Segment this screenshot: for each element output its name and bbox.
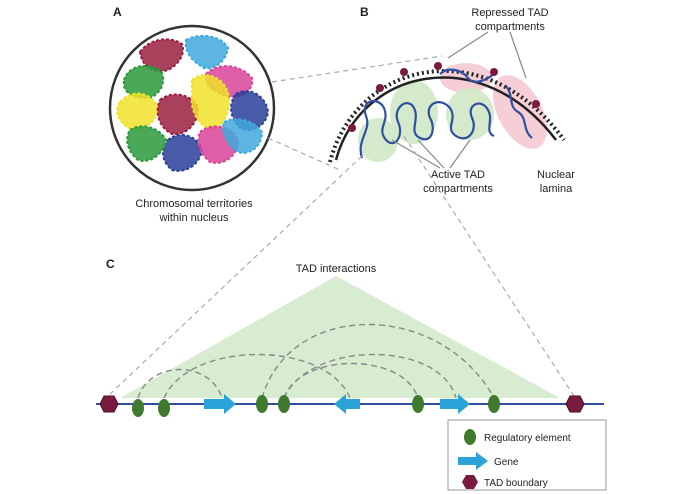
regulatory-element	[158, 399, 170, 417]
panel-letter-b: B	[360, 5, 369, 19]
chromatin-fiber-repressed	[505, 85, 533, 139]
territory	[162, 134, 204, 172]
tad-boundary	[532, 100, 540, 108]
legend-boundary-swatch	[462, 475, 478, 489]
legend-boundary-label: TAD boundary	[484, 478, 548, 489]
legend-regulatory-swatch	[464, 429, 476, 445]
active-compartment	[358, 118, 398, 162]
tad-boundaries-periphery	[348, 62, 540, 132]
pointer-active-2	[417, 139, 445, 169]
territory	[126, 125, 168, 162]
interaction-arc	[163, 353, 351, 399]
tad-boundary	[434, 62, 442, 70]
zoom-line-bottom	[267, 137, 341, 171]
repressed-label-line1: Repressed TAD	[471, 7, 548, 19]
territory	[156, 93, 200, 136]
territory	[222, 118, 264, 154]
territories-label-line2: within nucleus	[158, 212, 229, 224]
territory	[190, 74, 230, 132]
zoom-line-top	[271, 55, 443, 83]
gene-arrow-left	[334, 394, 360, 414]
tad-boundary-right	[565, 395, 585, 413]
pointer-repressed-1	[447, 31, 489, 59]
tad-boundary-left	[99, 395, 119, 413]
tad-boundary	[490, 68, 498, 76]
legend-gene-label: Gene	[494, 457, 519, 468]
legend-gene-swatch	[458, 452, 488, 470]
chromosomal-territories	[116, 34, 270, 172]
lamina-label-line1: Nuclear	[537, 169, 575, 181]
repressed-compartment	[492, 75, 548, 149]
tad-interactions-label: TAD interactions	[296, 263, 377, 275]
pointer-active-3	[449, 139, 471, 169]
regulatory-element	[488, 395, 500, 413]
nucleus	[108, 24, 276, 192]
zoom-line-left	[107, 155, 363, 397]
territory	[116, 92, 160, 130]
genes	[204, 394, 470, 414]
nuclear-lamina	[328, 69, 566, 163]
territory	[184, 34, 230, 70]
chromatin-fiber	[359, 99, 495, 159]
panel-letter-a: A	[113, 5, 122, 19]
repressed-label-line2: compartments	[475, 21, 545, 33]
chromatin-fiber-repressed	[439, 68, 495, 83]
pointer-repressed-2	[509, 31, 527, 79]
lamina-label-line2: lamina	[540, 183, 573, 195]
zoom-line-right	[403, 135, 575, 397]
legend-regulatory-label: Regulatory element	[484, 433, 571, 444]
tad-boundary	[348, 124, 356, 132]
gene-arrow-right	[440, 394, 470, 414]
regulatory-element	[278, 395, 290, 413]
interaction-arcs	[137, 323, 495, 399]
active-compartment	[390, 80, 438, 144]
regulatory-element	[256, 395, 268, 413]
tad-boundary	[400, 68, 408, 76]
active-label-line2: compartments	[423, 183, 493, 195]
interaction-arc	[137, 368, 223, 399]
territories-label-line1: Chromosomal territories	[135, 198, 253, 210]
legend: Regulatory element Gene TAD boundary	[447, 419, 607, 491]
gene-arrow-right	[204, 394, 236, 414]
panel-letter-c: C	[106, 257, 115, 271]
regulatory-element	[412, 395, 424, 413]
regulatory-element	[132, 399, 144, 417]
tad-boundary	[376, 84, 384, 92]
regulatory-elements	[132, 395, 500, 417]
nuclear-periphery	[328, 31, 566, 169]
tad-triangle	[120, 276, 560, 398]
interaction-arc	[283, 362, 419, 399]
active-label-line1: Active TAD	[431, 169, 485, 181]
